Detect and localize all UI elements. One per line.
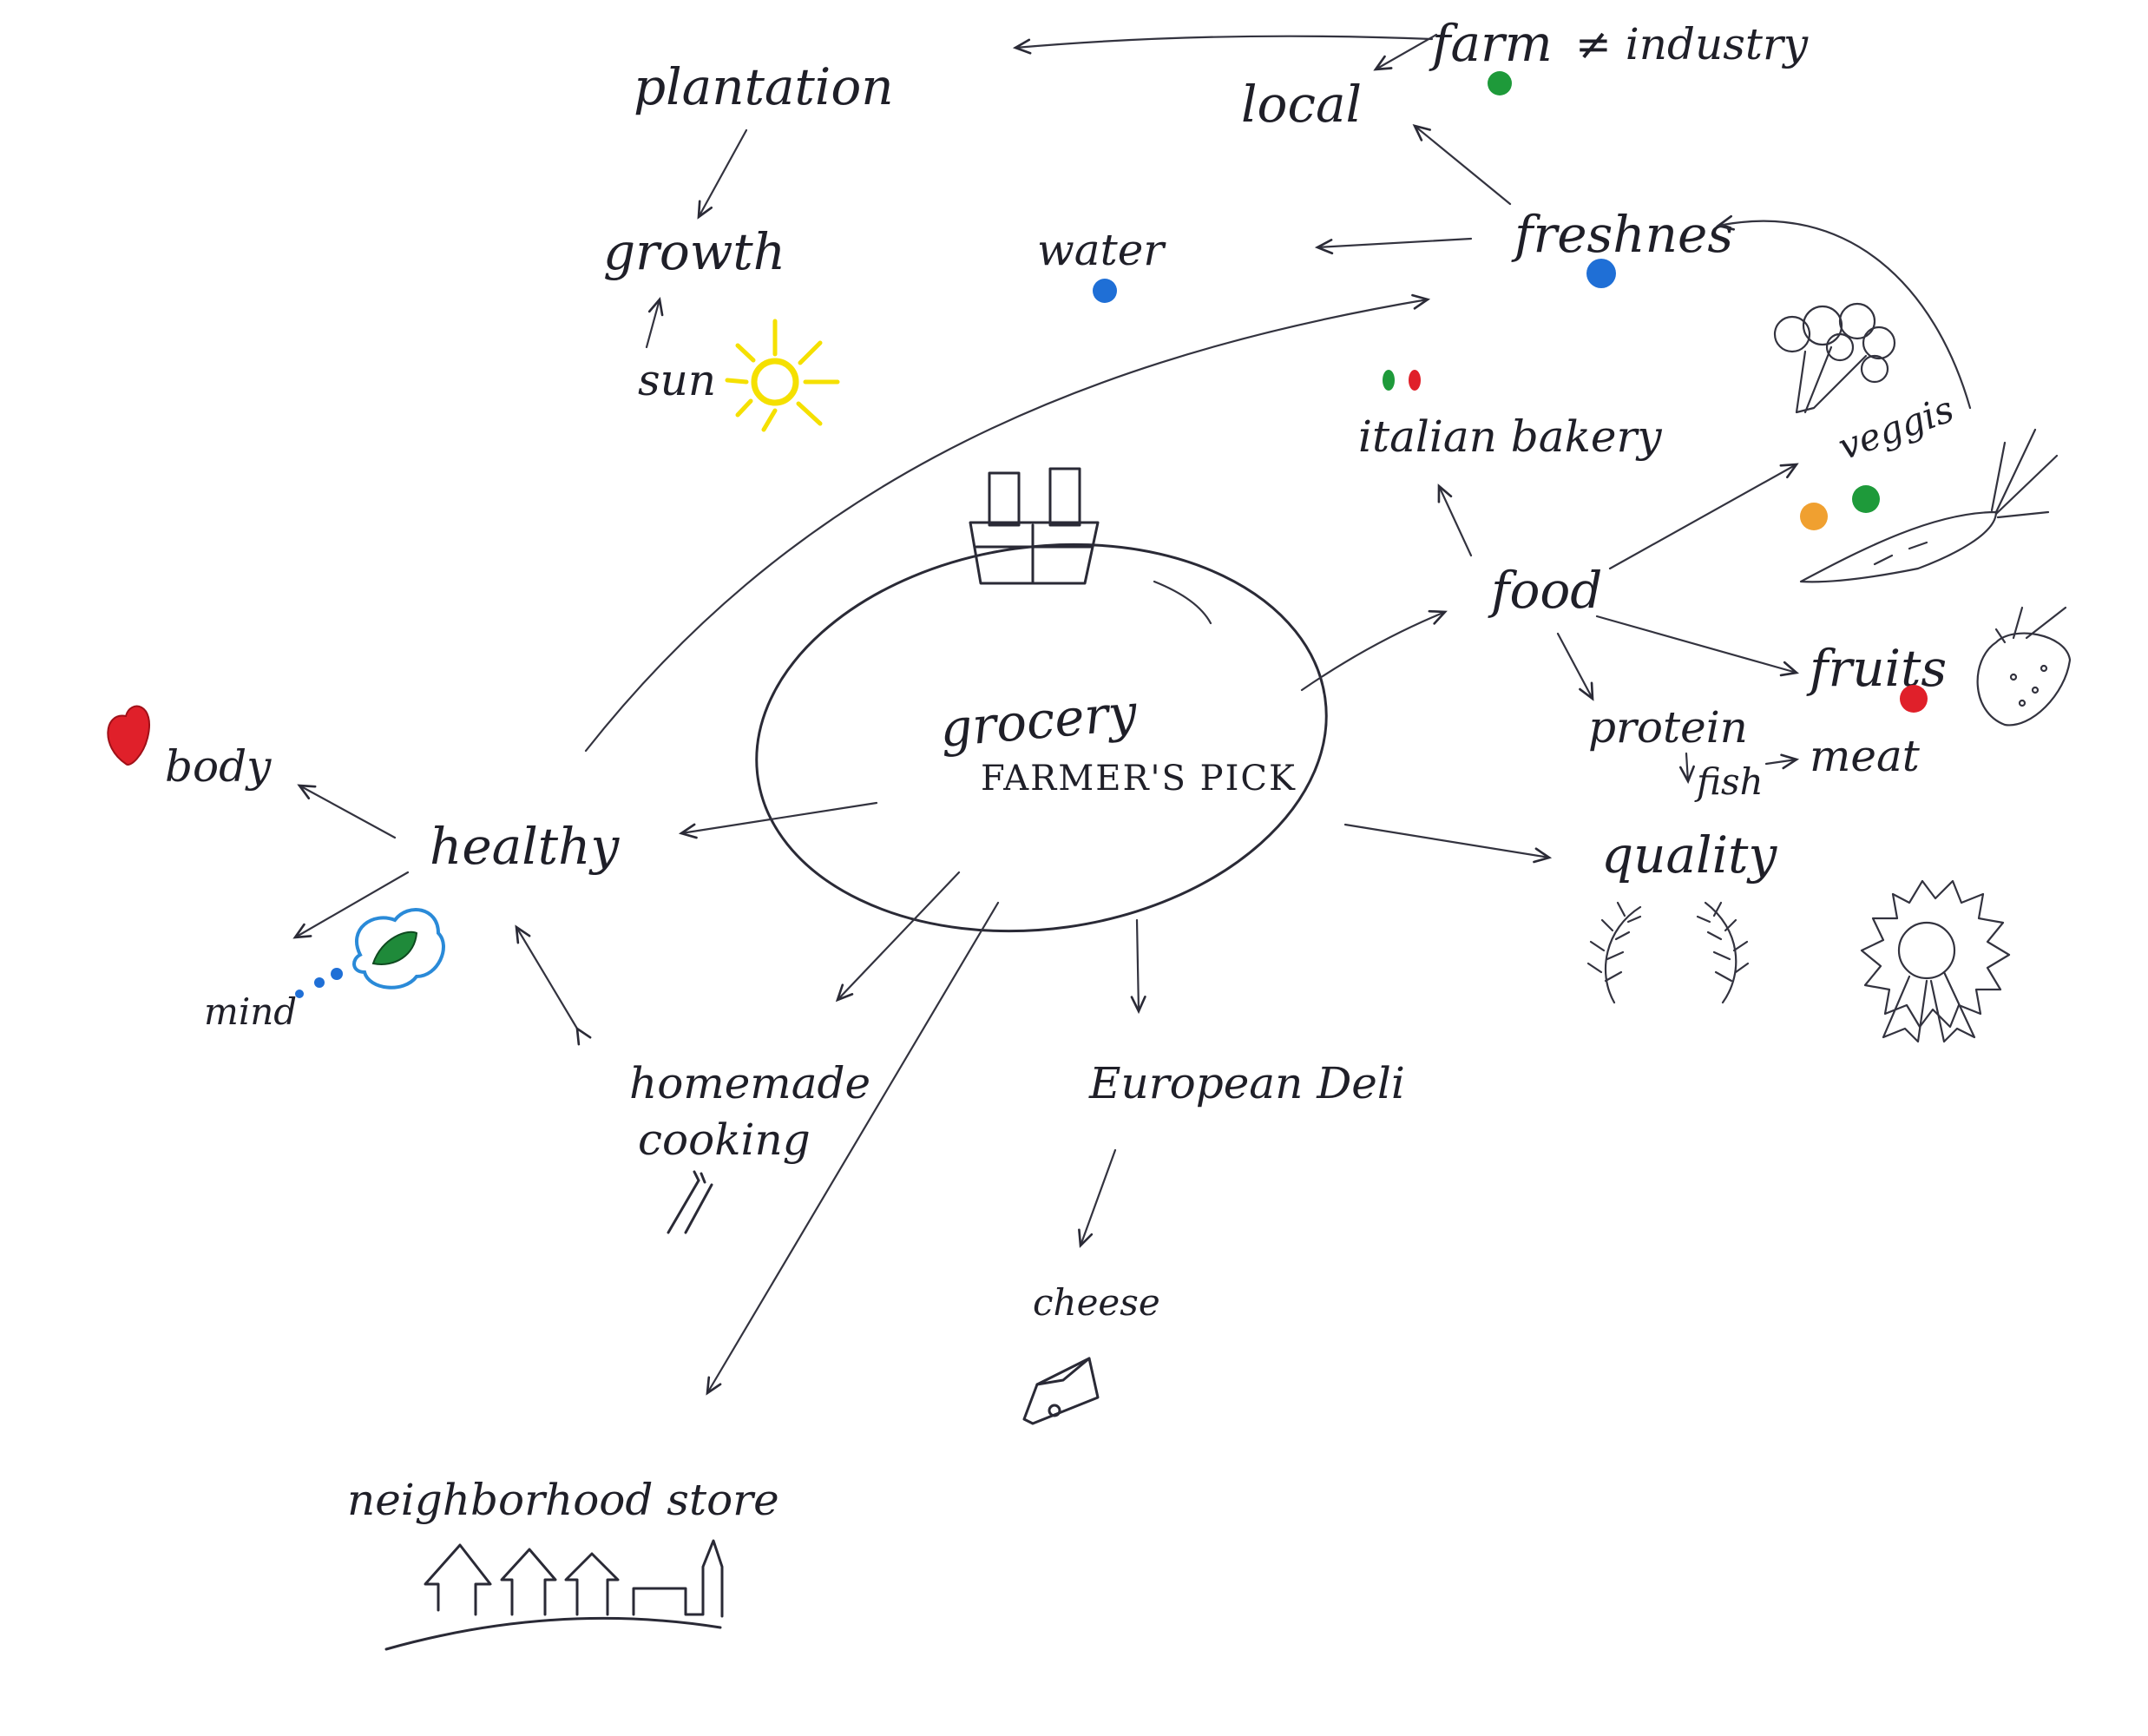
houses-icon xyxy=(384,1539,724,1651)
veggies-orange-dot xyxy=(1800,503,1828,530)
node-food: food xyxy=(1488,561,1602,620)
award-rosette-icon xyxy=(1860,879,2011,1043)
node-homemade: homemade xyxy=(629,1058,870,1108)
edge-center-homemade xyxy=(835,871,961,1003)
strawberry-icon xyxy=(1976,606,2072,727)
heart-icon xyxy=(107,705,150,766)
node-local: local xyxy=(1241,75,1362,134)
central-node: grocery FARMER'S PICK xyxy=(755,542,1328,933)
node-quality: quality xyxy=(1601,825,1777,884)
node-freshness: freshnes xyxy=(1511,205,1733,264)
laurel-wreath-icon xyxy=(1586,901,1750,1004)
edge-center-neighborhood xyxy=(706,901,1000,1396)
center-edges xyxy=(678,609,1553,1396)
node-protein: protein xyxy=(1588,702,1748,753)
node-italian-bakery: italian bakery xyxy=(1358,411,1662,462)
edge-center-quality xyxy=(1343,823,1553,864)
node-fruits: fruits xyxy=(1806,639,1947,698)
node-growth: growth xyxy=(603,222,785,281)
veggies-green-dot xyxy=(1852,485,1880,513)
node-veggies: veggis xyxy=(1833,387,1960,468)
edge-center-european-deli xyxy=(1130,918,1146,1015)
central-subtitle: FARMER'S PICK xyxy=(981,759,1297,799)
broccoli-icon xyxy=(1773,302,1896,414)
node-cooking: cooking xyxy=(638,1115,811,1165)
edge-center-healthy xyxy=(678,801,878,839)
carrot-icon xyxy=(1799,428,2059,583)
node-industry: ≠ industry xyxy=(1575,19,1809,69)
node-european-deli: European Deli xyxy=(1088,1058,1405,1108)
italian-flag-icon xyxy=(1383,370,1421,391)
central-title: grocery xyxy=(937,682,1140,759)
water-dot xyxy=(1093,279,1117,303)
node-farm: farm xyxy=(1429,14,1553,73)
node-sun: sun xyxy=(638,355,716,405)
basket-icon xyxy=(969,467,1100,585)
edge-center-food xyxy=(1300,609,1448,692)
node-mind: mind xyxy=(204,990,297,1033)
cheese-icon xyxy=(1022,1357,1100,1425)
edge-healthy-freshness xyxy=(584,293,1431,753)
sun-icon xyxy=(725,319,840,432)
freshness-dot xyxy=(1586,259,1616,288)
node-meat: meat xyxy=(1810,731,1921,781)
farm-dot xyxy=(1488,71,1512,95)
fork-knife-icon xyxy=(667,1170,713,1234)
node-neighborhood-store: neighborhood store xyxy=(347,1475,779,1525)
node-healthy: healthy xyxy=(430,817,620,876)
node-water: water xyxy=(1037,225,1166,275)
fruits-dot xyxy=(1900,685,1928,713)
thought-bubble-leaf-icon xyxy=(295,908,445,998)
node-body: body xyxy=(165,741,272,792)
node-cheese: cheese xyxy=(1033,1281,1160,1324)
node-fish: fish xyxy=(1694,760,1764,803)
node-plantation: plantation xyxy=(634,57,894,116)
